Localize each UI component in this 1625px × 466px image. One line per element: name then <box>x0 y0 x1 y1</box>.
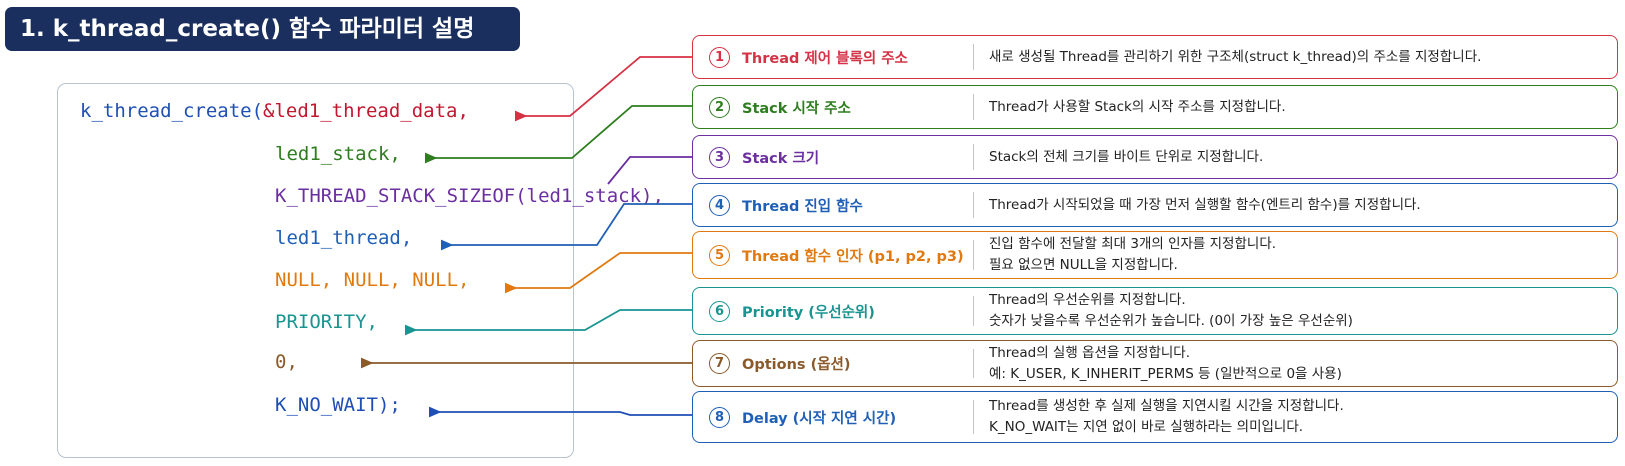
code-arg-priority: PRIORITY, <box>275 311 378 333</box>
code-arg-params: NULL, NULL, NULL, <box>275 269 470 291</box>
param-desc-line: 예: K_USER, K_INHERIT_PERMS 등 (일반적으로 0을 사… <box>989 365 1342 382</box>
param-description: 새로 생성될 Thread를 관리하기 위한 구조체(struct k_thre… <box>989 36 1607 78</box>
param-desc-line: 새로 생성될 Thread를 관리하기 위한 구조체(struct k_thre… <box>989 48 1482 65</box>
divider <box>973 94 974 120</box>
param-box-3: 3 Stack 크기 Stack의 전체 크기를 바이트 단위로 지정합니다. <box>692 135 1618 179</box>
divider <box>973 240 974 270</box>
page-title: 1. k_thread_create() 함수 파라미터 설명 <box>5 7 520 51</box>
param-number-badge: 3 <box>709 146 730 168</box>
param-label-text: Delay (시작 지연 시간) <box>742 410 897 427</box>
divider <box>973 400 974 434</box>
code-arg-delay: K_NO_WAIT); <box>275 394 401 416</box>
code-arg-thread-data: &led1_thread_data, <box>263 100 469 122</box>
param-label-text: Stack 크기 <box>742 150 820 167</box>
param-number-badge: 4 <box>709 194 730 216</box>
param-desc-line: Stack의 전체 크기를 바이트 단위로 지정합니다. <box>989 148 1264 165</box>
code-arg-options: 0, <box>275 351 298 373</box>
param-description: Stack의 전체 크기를 바이트 단위로 지정합니다. <box>989 136 1607 178</box>
param-desc-line: 숫자가 낮을수록 우선순위가 높습니다. (0이 가장 높은 우선순위) <box>989 313 1353 329</box>
param-label: 7 Options (옵션) <box>693 341 975 386</box>
param-desc-line: Thread의 우선순위를 지정합니다. <box>989 292 1186 308</box>
code-function-name: k_thread_create( <box>80 100 264 122</box>
param-number-badge: 6 <box>709 300 730 322</box>
param-box-4: 4 Thread 진입 함수 Thread가 시작되었을 때 가장 먼저 실행할… <box>692 183 1618 227</box>
param-desc-line: 진입 함수에 전달할 최대 3개의 인자를 지정합니다. <box>989 236 1277 252</box>
param-desc-line: Thread를 생성한 후 실제 실행을 지연시킬 시간을 지정합니다. <box>989 398 1344 414</box>
param-label: 3 Stack 크기 <box>693 136 975 178</box>
param-desc-line: Thread가 시작되었을 때 가장 먼저 실행할 함수(엔트리 함수)를 지정… <box>989 196 1421 213</box>
param-number-badge: 8 <box>709 406 730 428</box>
param-desc-line: 필요 없으면 NULL을 지정합니다. <box>989 257 1178 273</box>
param-label: 4 Thread 진입 함수 <box>693 184 975 226</box>
param-description: Thread를 생성한 후 실제 실행을 지연시킬 시간을 지정합니다. K_N… <box>989 392 1607 442</box>
param-description: 진입 함수에 전달할 최대 3개의 인자를 지정합니다. 필요 없으면 NULL… <box>989 232 1607 278</box>
param-label-text: Thread 제어 블록의 주소 <box>742 50 908 67</box>
param-number-badge: 2 <box>709 96 730 118</box>
param-label-text: Thread 함수 인자 (p1, p2, p3) <box>742 248 964 265</box>
param-label: 2 Stack 시작 주소 <box>693 86 975 128</box>
connector-3 <box>607 156 692 185</box>
param-box-8: 8 Delay (시작 지연 시간) Thread를 생성한 후 실제 실행을 … <box>692 391 1618 443</box>
param-box-7: 7 Options (옵션) Thread의 실행 옵션을 지정합니다. 예: … <box>692 340 1618 387</box>
param-desc-line: Thread의 실행 옵션을 지정합니다. <box>989 344 1190 361</box>
param-label: 6 Priority (우선순위) <box>693 288 975 334</box>
param-description: Thread의 실행 옵션을 지정합니다. 예: K_USER, K_INHER… <box>989 341 1607 386</box>
param-number-badge: 5 <box>709 244 730 266</box>
param-label-text: Stack 시작 주소 <box>742 100 851 117</box>
code-arg-stack: led1_stack, <box>275 143 401 165</box>
param-box-6: 6 Priority (우선순위) Thread의 우선순위를 지정합니다. 숫… <box>692 287 1618 335</box>
param-description: Thread가 시작되었을 때 가장 먼저 실행할 함수(엔트리 함수)를 지정… <box>989 184 1607 226</box>
code-arg-stack-size: K_THREAD_STACK_SIZEOF(led1_stack), <box>275 185 664 207</box>
divider <box>973 349 974 378</box>
param-box-5: 5 Thread 함수 인자 (p1, p2, p3) 진입 함수에 전달할 최… <box>692 231 1618 279</box>
param-label: 8 Delay (시작 지연 시간) <box>693 392 975 442</box>
param-number-badge: 7 <box>709 353 730 374</box>
param-label: 1 Thread 제어 블록의 주소 <box>693 36 975 78</box>
param-description: Thread의 우선순위를 지정합니다. 숫자가 낮을수록 우선순위가 높습니다… <box>989 288 1607 334</box>
param-description: Thread가 사용할 Stack의 시작 주소를 지정합니다. <box>989 86 1607 128</box>
param-number-badge: 1 <box>709 46 730 68</box>
divider <box>973 192 974 218</box>
param-box-2: 2 Stack 시작 주소 Thread가 사용할 Stack의 시작 주소를 … <box>692 85 1618 129</box>
param-label-text: Priority (우선순위) <box>742 304 875 321</box>
divider <box>973 144 974 170</box>
divider <box>973 296 974 326</box>
code-arg-entry: led1_thread, <box>275 227 413 249</box>
param-label-text: Thread 진입 함수 <box>742 198 863 215</box>
param-desc-line: Thread가 사용할 Stack의 시작 주소를 지정합니다. <box>989 98 1286 115</box>
param-label: 5 Thread 함수 인자 (p1, p2, p3) <box>693 232 975 278</box>
param-label-text: Options (옵션) <box>742 357 851 373</box>
param-box-1: 1 Thread 제어 블록의 주소 새로 생성될 Thread를 관리하기 위… <box>692 35 1618 79</box>
param-desc-line: K_NO_WAIT는 지연 없이 바로 실행하라는 의미입니다. <box>989 419 1304 435</box>
divider <box>973 44 974 70</box>
